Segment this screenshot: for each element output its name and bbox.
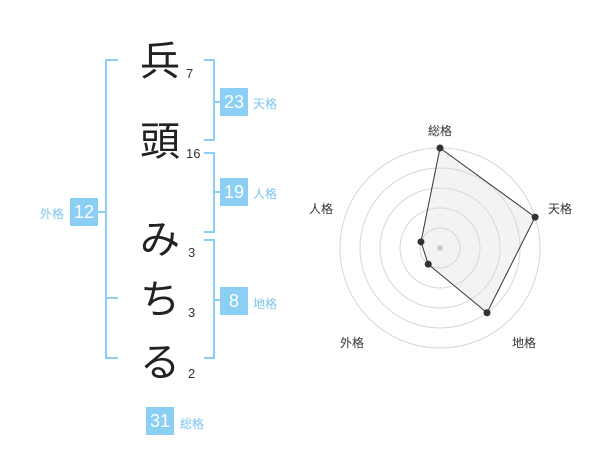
radar-point-3 bbox=[424, 260, 432, 268]
chikaku-label: 地格 bbox=[253, 297, 278, 311]
stroke-count-2: 16 bbox=[186, 146, 201, 161]
radar-center-dot bbox=[437, 245, 443, 251]
tenkaku-label: 天格 bbox=[253, 97, 278, 111]
radar-point-1 bbox=[531, 213, 539, 221]
tenkaku-value: 23 bbox=[220, 88, 248, 116]
name-char-1: 兵 bbox=[140, 39, 180, 85]
radar-polygon bbox=[420, 147, 536, 314]
name-char-5: る bbox=[140, 340, 180, 386]
soukaku-value: 31 bbox=[146, 407, 174, 435]
stroke-count-1: 7 bbox=[186, 66, 194, 81]
stroke-count-4: 3 bbox=[188, 305, 196, 320]
radar-label-jinkaku: 人格 bbox=[309, 202, 334, 216]
radar-point-0 bbox=[436, 144, 444, 152]
radar-point-2 bbox=[483, 309, 491, 317]
soukaku-label: 総格 bbox=[180, 417, 205, 431]
name-char-2: 頭 bbox=[140, 119, 180, 165]
radar-ring-1 bbox=[419, 227, 461, 269]
radar-ring-2 bbox=[399, 207, 481, 289]
gaikaku-value: 12 bbox=[70, 198, 98, 226]
radar-label-gaikaku: 外格 bbox=[340, 336, 365, 350]
jinkaku-label: 人格 bbox=[253, 187, 278, 201]
tenkaku-bracket bbox=[204, 59, 215, 141]
stroke-count-5: 2 bbox=[188, 366, 196, 381]
name-char-4: ち bbox=[140, 277, 180, 323]
stroke-count-3: 3 bbox=[188, 245, 196, 260]
radar-label-soukaku: 総格 bbox=[428, 124, 453, 138]
radar-label-chikaku: 地格 bbox=[512, 336, 537, 350]
radar-label-tenkaku: 天格 bbox=[548, 202, 573, 216]
gaikaku-label: 外格 bbox=[40, 207, 65, 221]
radar-ring-3 bbox=[379, 187, 501, 309]
jinkaku-value: 19 bbox=[220, 178, 248, 206]
chikaku-value: 8 bbox=[220, 287, 248, 315]
radar-points bbox=[417, 144, 539, 317]
radar-point-4 bbox=[417, 238, 425, 246]
name-char-3: み bbox=[140, 217, 180, 263]
gaikaku-bracket bbox=[105, 59, 118, 359]
